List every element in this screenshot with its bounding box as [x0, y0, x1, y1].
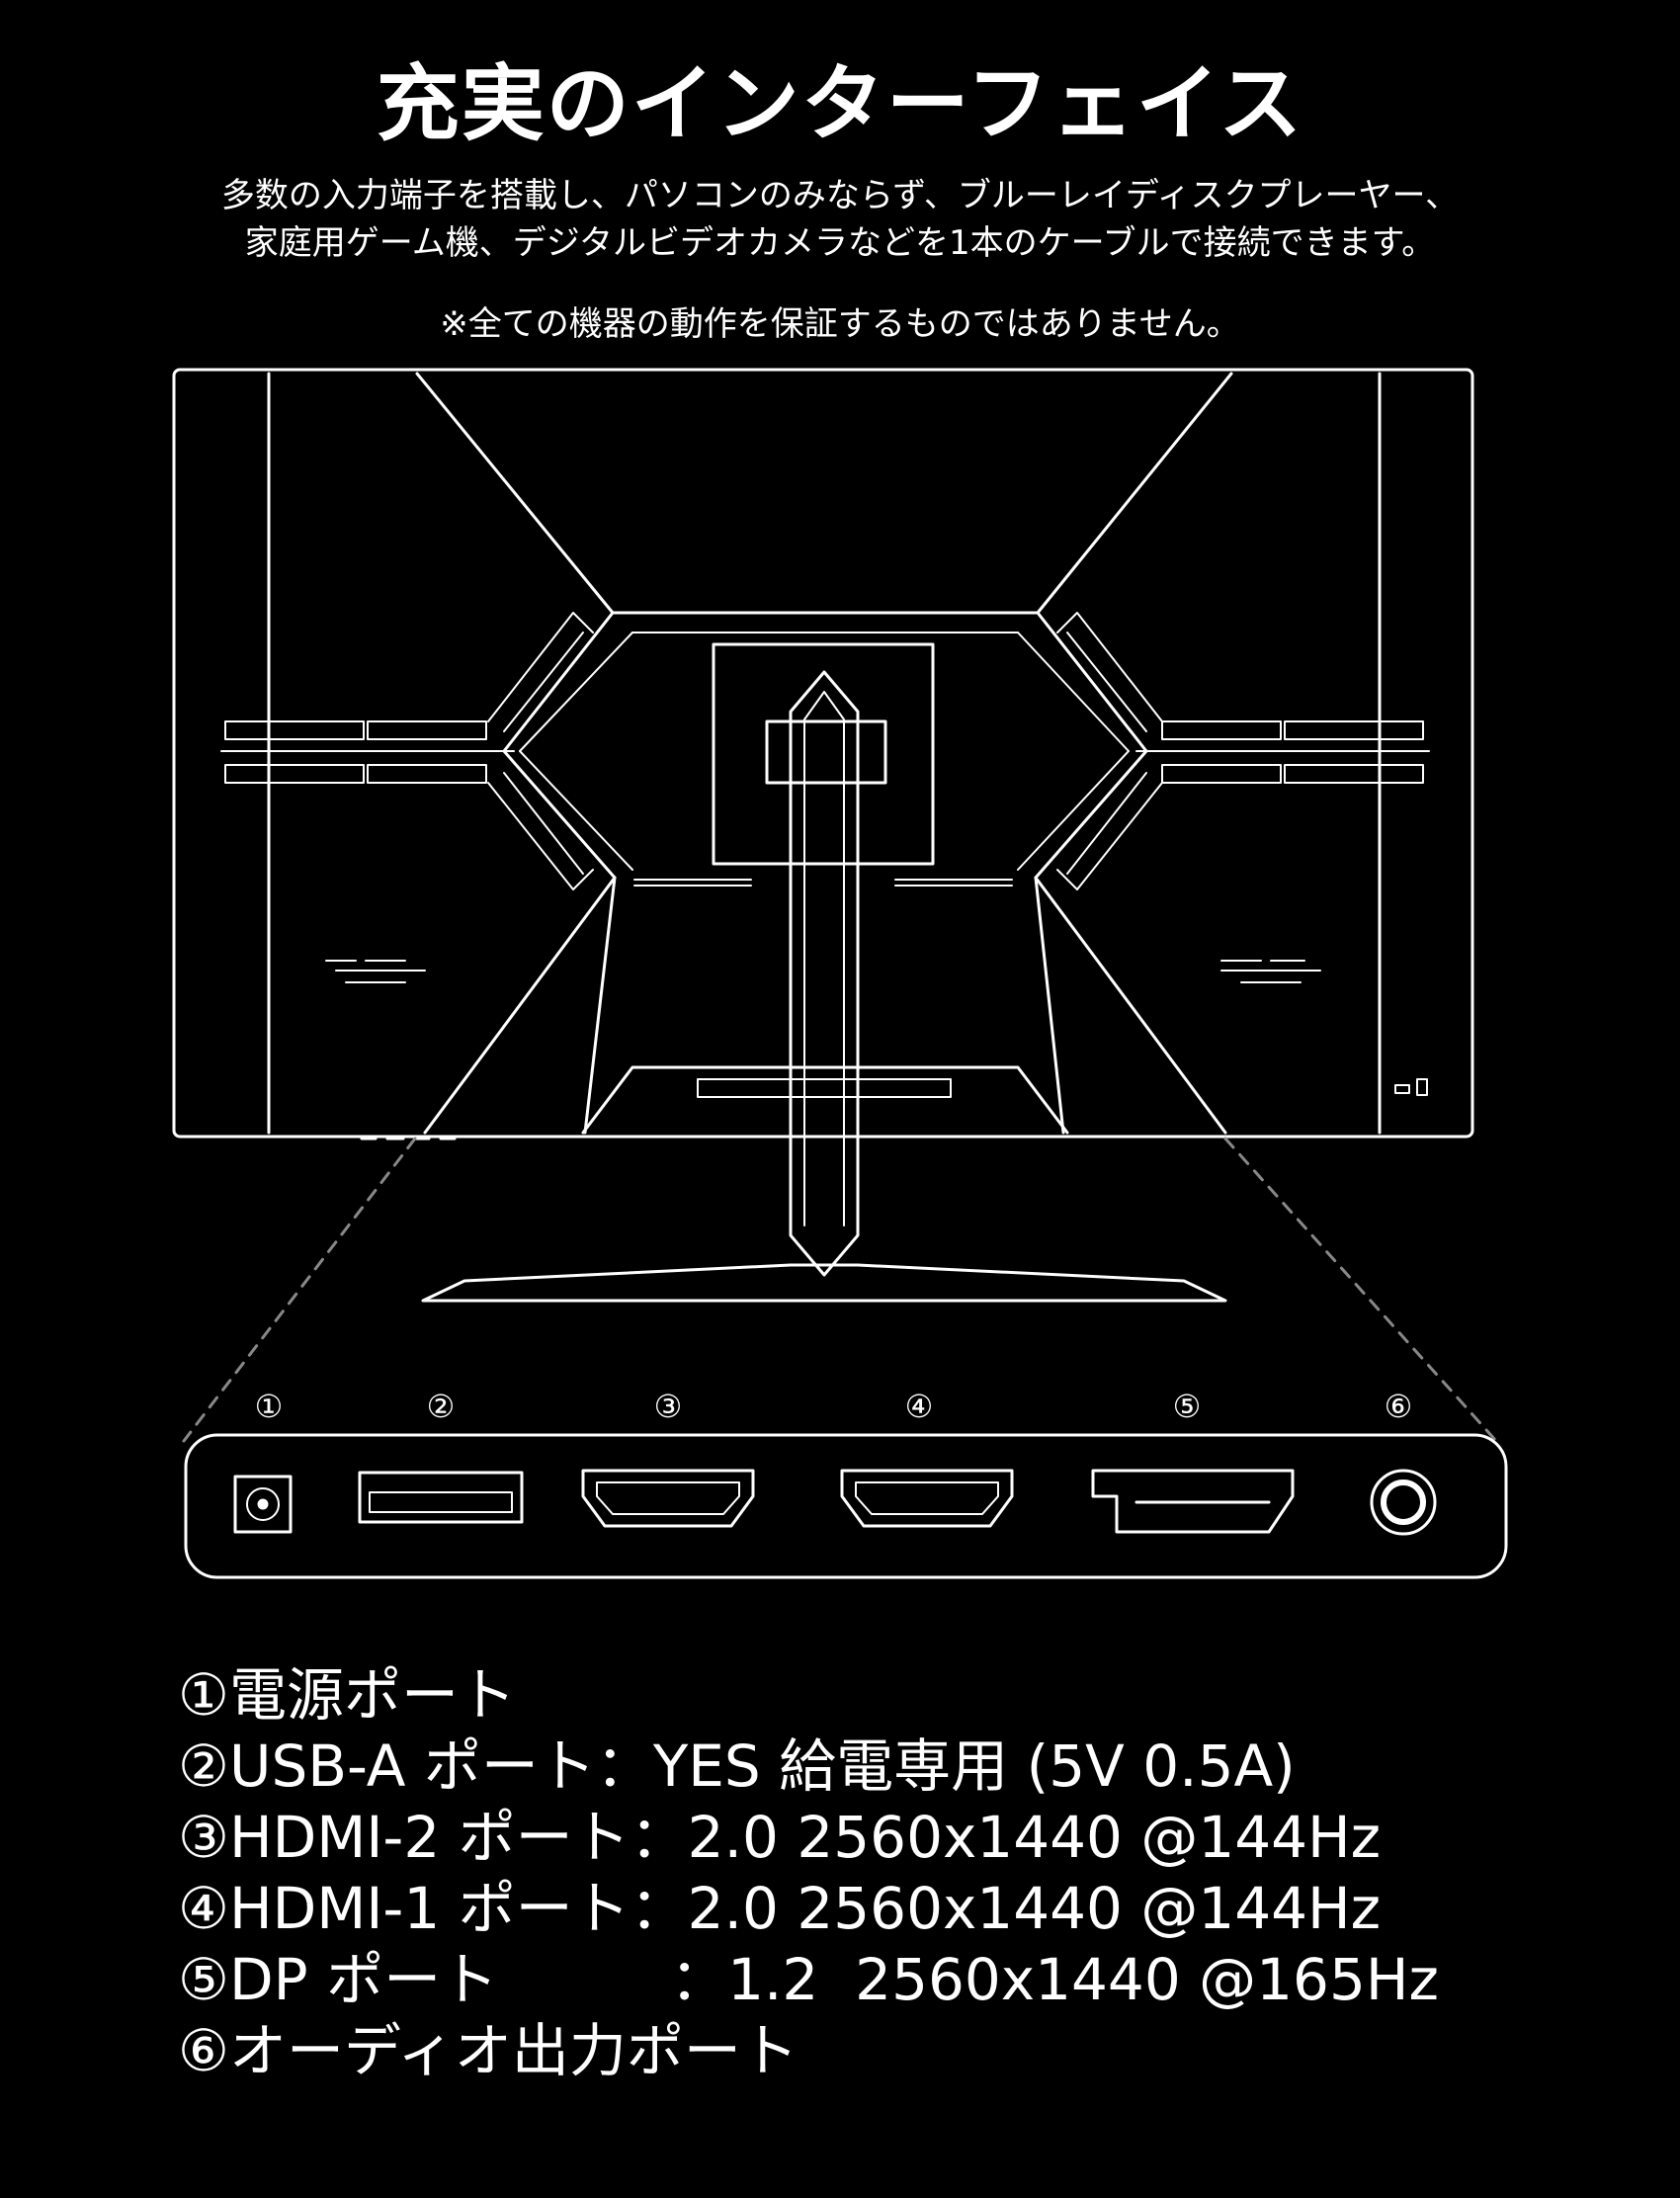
port-number-6: ⑥ — [1384, 1388, 1413, 1425]
description-line-2: 家庭用ゲーム機、デジタルビデオカメラなどを1本のケーブルで接続できます。 — [244, 223, 1436, 263]
monitor-body — [172, 368, 1474, 1139]
page-title: 充実のインターフェイス — [376, 55, 1304, 152]
hdmi-port-icon — [840, 1469, 1014, 1528]
port-number-2: ② — [426, 1388, 456, 1425]
disclaimer-note: ※全ての機器の動作を保証するものではありません。 — [440, 304, 1240, 344]
spec-displayport: ⑤DP ポート ：1.2 2560x1440 @165Hz — [178, 1946, 1439, 2013]
port-panel — [184, 1433, 1508, 1579]
port-number-3: ③ — [653, 1388, 683, 1425]
spec-hdmi-2: ③HDMI-2 ポート：2.0 2560x1440 @144Hz — [178, 1804, 1382, 1871]
spec-usb: ②USB-A ポート：YES 給電専用 (5V 0.5A) — [178, 1733, 1296, 1800]
port-number-4: ④ — [904, 1388, 934, 1425]
spec-hdmi-1: ④HDMI-1 ポート：2.0 2560x1440 @144Hz — [178, 1875, 1382, 1942]
right-wing-decoration — [1056, 612, 1430, 890]
audio-jack-icon — [1370, 1469, 1437, 1536]
spec-power: ①電源ポート — [178, 1661, 516, 1729]
stand-neck — [789, 670, 860, 1277]
lock-slot — [1394, 1084, 1410, 1094]
usb-a-port-icon — [358, 1471, 524, 1524]
vesa-plate — [712, 642, 935, 866]
stand-base — [421, 1263, 1227, 1303]
left-wing-decoration — [220, 612, 594, 890]
port-number-1: ① — [254, 1388, 284, 1425]
spec-audio: ⑥オーディオ出力ポート — [178, 2017, 798, 2084]
port-number-5: ⑤ — [1172, 1388, 1202, 1425]
description-line-1: 多数の入力端子を搭載し、パソコンのみならず、ブルーレイディスクプレーヤー、 — [220, 176, 1460, 215]
hdmi-port-icon — [581, 1469, 755, 1528]
displayport-icon — [1091, 1469, 1295, 1534]
power-jack-icon — [233, 1475, 293, 1534]
